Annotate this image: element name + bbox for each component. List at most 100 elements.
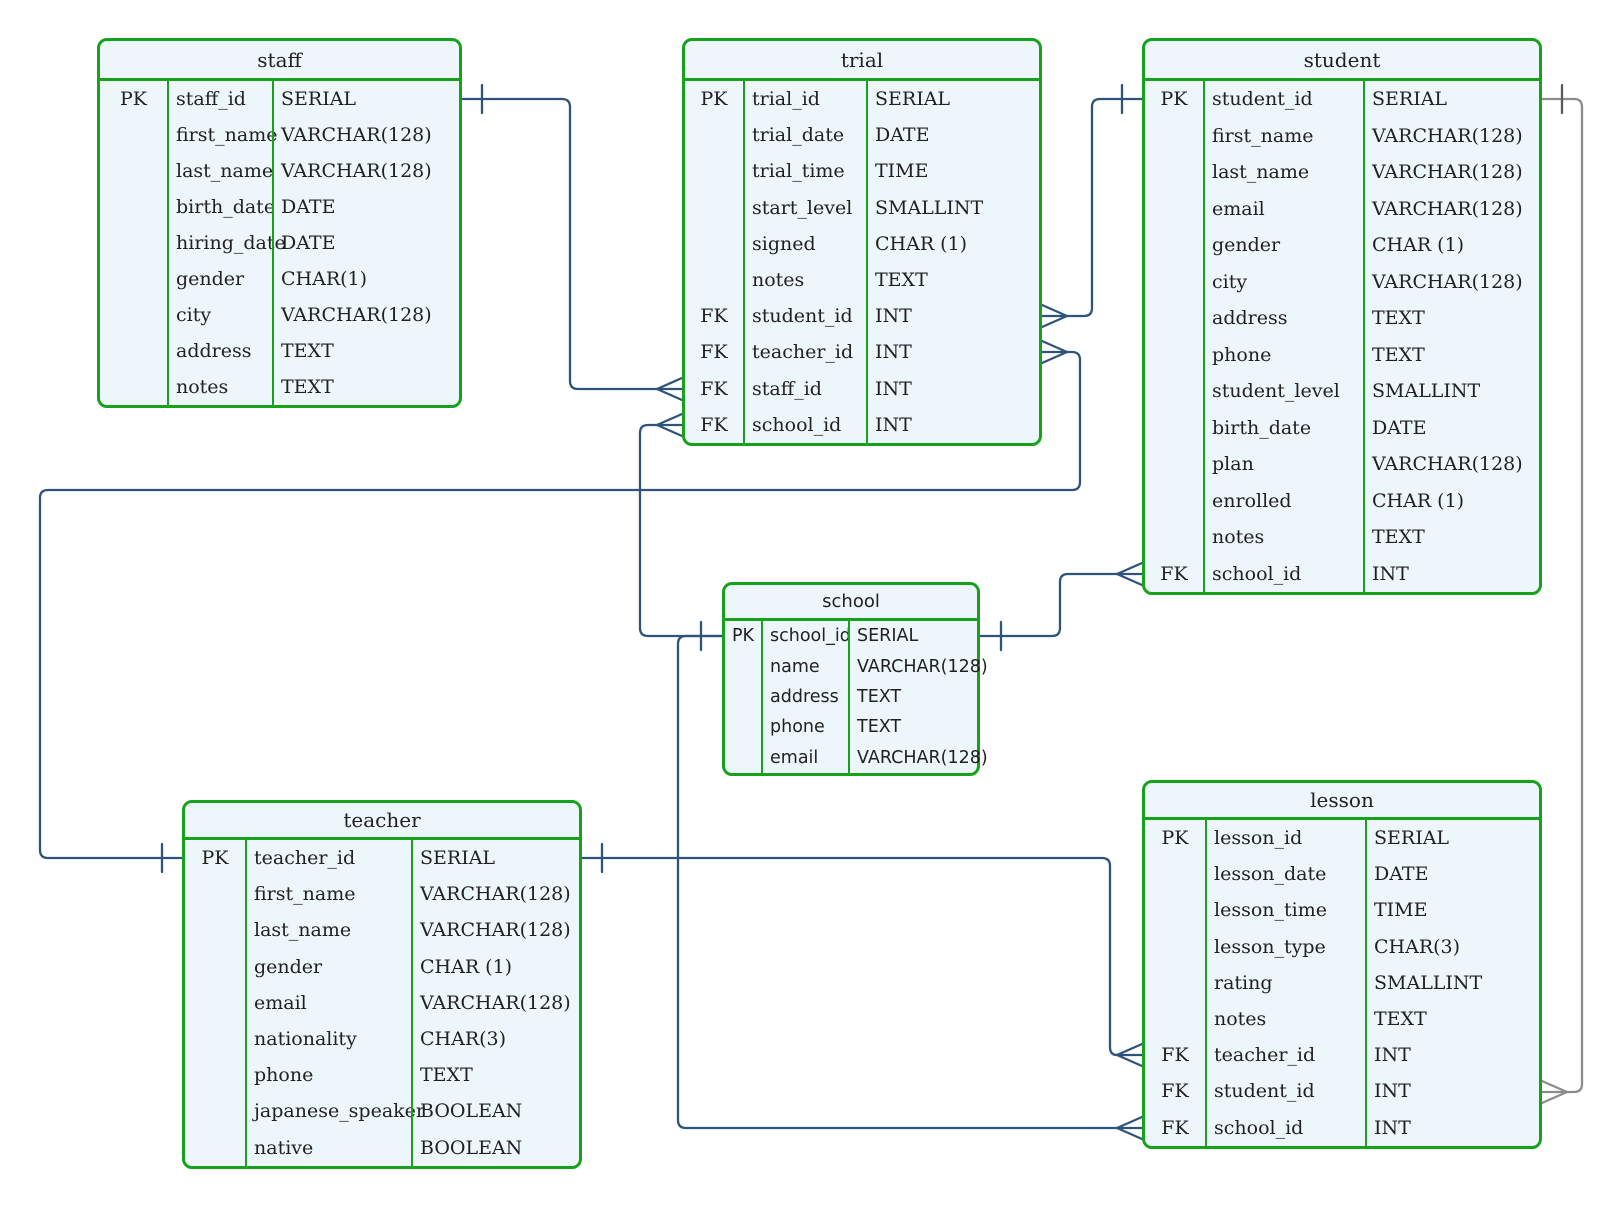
key-badge: FK <box>700 341 728 364</box>
column-name: teacher_id <box>752 341 854 364</box>
relationship-line <box>638 423 724 638</box>
column-divider <box>1203 81 1205 592</box>
table-row: nationality CHAR(3) <box>185 1021 579 1057</box>
table-row: trial_date DATE <box>685 117 1039 153</box>
table-row: first_name VARCHAR(128) <box>185 876 579 912</box>
relationship-line <box>978 572 1119 638</box>
key-badge: PK <box>731 626 755 647</box>
column-name: school_id <box>752 413 842 436</box>
column-type: VARCHAR(128) <box>857 656 988 677</box>
column-name: japanese_speaker <box>254 1100 426 1123</box>
table-title: staff <box>100 41 459 81</box>
column-name: trial_id <box>752 88 820 111</box>
table-row: gender CHAR (1) <box>185 949 579 985</box>
table-row: notes TEXT <box>1145 519 1539 556</box>
column-name: staff_id <box>752 377 822 400</box>
table-row: PK trial_id SERIAL <box>685 81 1039 117</box>
key-badge: PK <box>1161 827 1189 850</box>
column-name: school_id <box>770 626 851 647</box>
table-row: notes TEXT <box>100 369 459 405</box>
column-type: CHAR(1) <box>281 268 368 290</box>
column-type: CHAR (1) <box>875 232 968 255</box>
table-body: PK staff_id SERIAL first_name VARCHAR(12… <box>100 81 459 405</box>
column-type: TEXT <box>875 269 928 292</box>
table-row: student_level SMALLINT <box>1145 373 1539 410</box>
crow-foot-many <box>655 376 684 402</box>
column-type: BOOLEAN <box>420 1136 523 1159</box>
table-row: first_name VARCHAR(128) <box>100 117 459 153</box>
column-name: teacher_id <box>254 847 356 870</box>
column-name: lesson_date <box>1214 863 1327 886</box>
table-body: PK school_id SERIAL name VARCHAR(128) ad… <box>725 621 988 773</box>
table-school: school PK school_id SERIAL name VARCHAR(… <box>722 582 988 776</box>
table-body: PK teacher_id SERIAL first_name VARCHAR(… <box>185 840 579 1166</box>
column-type: INT <box>875 341 912 364</box>
relationship-line <box>1065 97 1144 318</box>
table-title: student <box>1145 41 1539 81</box>
table-row: enrolled CHAR (1) <box>1145 483 1539 520</box>
table-row: notes TEXT <box>1145 1001 1539 1037</box>
column-name: notes <box>176 376 229 398</box>
table-row: FK student_id INT <box>1145 1073 1539 1109</box>
column-type: SERIAL <box>420 847 496 870</box>
relationship-line <box>1540 97 1584 1094</box>
column-name: student_id <box>1214 1080 1315 1103</box>
key-badge: PK <box>700 88 728 111</box>
crow-foot-many <box>1540 1079 1569 1105</box>
table-row: lesson_date DATE <box>1145 856 1539 892</box>
column-type: VARCHAR(128) <box>1372 270 1523 293</box>
table-row: city VARCHAR(128) <box>100 297 459 333</box>
column-type: DATE <box>1372 416 1427 439</box>
column-name: lesson_id <box>1214 827 1303 850</box>
table-row: start_level SMALLINT <box>685 190 1039 226</box>
table-row: birth_date DATE <box>100 189 459 225</box>
column-name: signed <box>752 232 816 255</box>
key-badge: FK <box>700 377 728 400</box>
column-name: student_id <box>752 305 853 328</box>
column-divider <box>411 840 413 1166</box>
table-row: gender CHAR (1) <box>1145 227 1539 264</box>
table-row: phone TEXT <box>185 1057 579 1093</box>
column-name: first_name <box>254 883 356 906</box>
table-row: FK teacher_id INT <box>685 334 1039 370</box>
key-badge: FK <box>700 413 728 436</box>
column-type: TIME <box>875 160 929 183</box>
relationship-school-student <box>978 561 1144 652</box>
key-badge: FK <box>1161 1044 1189 1067</box>
column-type: SERIAL <box>1374 827 1450 850</box>
column-name: school_id <box>1214 1116 1304 1139</box>
column-type: BOOLEAN <box>420 1100 523 1123</box>
column-type: VARCHAR(128) <box>857 747 988 768</box>
key-badge: FK <box>700 305 728 328</box>
relationship-school-lesson <box>676 634 1144 1141</box>
relationship-line <box>460 97 659 391</box>
column-name: student_id <box>1212 88 1313 111</box>
table-row: last_name VARCHAR(128) <box>100 153 459 189</box>
column-name: email <box>770 747 819 768</box>
column-name: hiring_date <box>176 232 286 254</box>
column-divider <box>1365 820 1367 1146</box>
table-body: PK lesson_id SERIAL lesson_date DATE les… <box>1145 820 1539 1146</box>
column-type: TEXT <box>857 686 902 707</box>
column-type: VARCHAR(128) <box>281 124 432 146</box>
table-row: address TEXT <box>725 682 977 712</box>
table-teacher: teacher PK teacher_id SERIAL first_name … <box>182 800 582 1169</box>
column-type: CHAR(3) <box>420 1028 507 1051</box>
column-divider <box>1363 81 1365 592</box>
column-name: teacher_id <box>1214 1044 1316 1067</box>
column-name: phone <box>770 717 825 738</box>
column-name: enrolled <box>1212 489 1292 512</box>
column-name: nationality <box>254 1028 357 1051</box>
column-type: VARCHAR(128) <box>1372 197 1523 220</box>
column-type: INT <box>1374 1116 1411 1139</box>
relationship-staff-trial <box>460 83 684 402</box>
column-name: address <box>770 686 839 707</box>
column-type: TEXT <box>1374 1008 1427 1031</box>
table-row: trial_time TIME <box>685 153 1039 189</box>
relationship-student-lesson <box>1540 83 1584 1105</box>
column-name: phone <box>254 1064 314 1087</box>
column-type: VARCHAR(128) <box>420 991 571 1014</box>
column-type: DATE <box>1374 863 1429 886</box>
column-type: TEXT <box>281 376 334 398</box>
table-trial: trial PK trial_id SERIAL trial_date DATE <box>682 38 1042 446</box>
